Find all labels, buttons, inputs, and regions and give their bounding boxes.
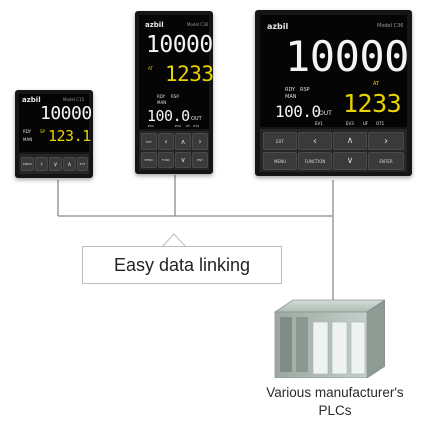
pv-readout: 10000	[146, 32, 213, 58]
key-up[interactable]: ∧	[175, 133, 191, 150]
out-label: OUT	[319, 110, 332, 117]
brand-logo: azbil	[267, 22, 289, 31]
model-label: Model C15	[63, 97, 85, 102]
plc-caption-line1: Various manufacturer's	[266, 385, 404, 400]
ev1-label: EV1	[315, 121, 323, 126]
brand-logo: azbil	[145, 21, 164, 29]
callout-pointer	[161, 233, 187, 248]
key-up[interactable]: ∧	[63, 157, 76, 171]
controller-large: azbil Model C36 10000 AT RDY RSP MAN 123…	[255, 10, 412, 176]
key-up[interactable]: ∧	[333, 132, 367, 150]
pv-readout: 10000	[285, 32, 409, 81]
key-ext[interactable]: EXT	[141, 133, 157, 150]
key-right[interactable]: ›	[368, 132, 404, 150]
ev3-label: EV3	[346, 121, 354, 126]
indicator-rdy: RDY	[23, 129, 32, 134]
brand-logo: azbil	[22, 96, 41, 104]
key-func[interactable]: FUNC	[158, 152, 174, 168]
uf-label: UF	[186, 124, 190, 128]
indicator-rdy: RDY	[285, 87, 296, 93]
indicator-sp: SP	[40, 129, 45, 134]
key-menu[interactable]: MENU	[21, 157, 34, 171]
sv-readout: 123.1	[48, 127, 91, 145]
key-function[interactable]: FUNCTION	[298, 152, 332, 170]
key-menu[interactable]: MENU	[141, 152, 157, 168]
pv-readout: 10000	[40, 103, 92, 124]
key-down[interactable]: ∨	[333, 152, 367, 170]
indicator-man: MAN	[285, 94, 297, 100]
sv-readout: 1233	[165, 62, 214, 86]
controller-small: azbil Model C15 10000 RDY SP MAN 123.1 M…	[15, 90, 93, 178]
indicator-rdy: RDY	[157, 94, 166, 99]
indicator-man: MAN	[157, 100, 167, 105]
key-right[interactable]: ›	[192, 133, 208, 150]
indicator-at: AT	[148, 66, 153, 71]
key-left[interactable]: ‹	[298, 132, 332, 150]
key-down[interactable]: ∨	[49, 157, 62, 171]
model-label: Model C36	[187, 22, 209, 27]
key-ext[interactable]: EXT	[263, 132, 297, 150]
key-ent[interactable]: ENT	[192, 152, 208, 168]
plc-rack-icon	[273, 299, 385, 378]
key-menu[interactable]: MENU	[263, 152, 297, 170]
ev2-label: EV2	[175, 124, 181, 128]
key-down[interactable]: ∨	[175, 152, 191, 168]
key-ext[interactable]: EXT	[77, 157, 88, 171]
indicator-at: AT	[373, 81, 380, 87]
sv-readout: 1233	[343, 89, 402, 118]
controller-medium: azbil Model C36 10000 AT 1233 RDY RSP MA…	[135, 11, 214, 174]
key-left[interactable]: ‹	[35, 157, 48, 171]
key-left[interactable]: ‹	[158, 133, 174, 150]
uf-label: UF	[363, 121, 369, 126]
indicator-rsp: RSP	[171, 94, 179, 99]
easy-data-linking-callout: Easy data linking	[82, 246, 282, 284]
ot1-label: OT1	[376, 121, 385, 126]
out-label: OUT	[191, 116, 202, 122]
plc-caption-line2: PLCs	[318, 403, 352, 418]
key-enter[interactable]: ENTER	[368, 152, 404, 170]
controller-small-display	[19, 94, 89, 152]
indicator-man: MAN	[23, 137, 33, 142]
controller-large-display	[260, 15, 407, 127]
indicator-rsp: RSP	[300, 87, 310, 93]
ot1-label: OT1	[193, 124, 200, 128]
mv-readout: 100.0	[275, 102, 321, 121]
ev1-label: EV1	[148, 124, 154, 128]
model-label: Model C36	[377, 23, 404, 29]
mv-readout: 100.0	[147, 107, 190, 125]
controller-medium-display	[139, 15, 209, 129]
